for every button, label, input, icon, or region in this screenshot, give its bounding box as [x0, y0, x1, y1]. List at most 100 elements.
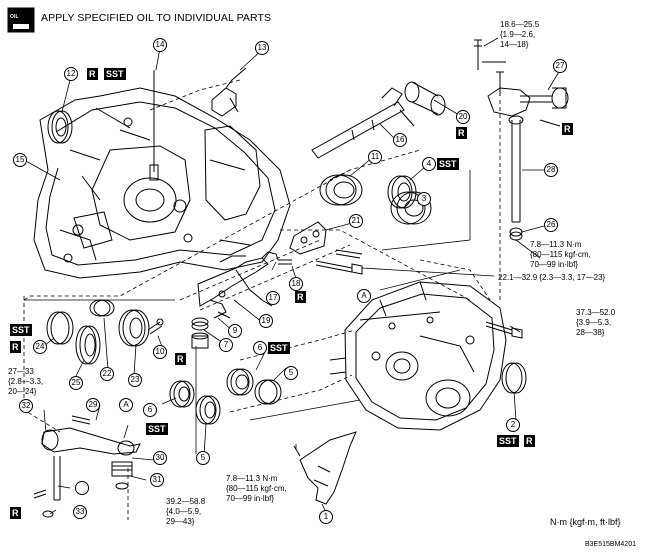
- bearing-3: [390, 191, 432, 225]
- torque-fork-bolt-line1: 7.8—11.3 N·m: [530, 240, 582, 249]
- callout-30: 31: [150, 473, 164, 487]
- control-rod-27: [511, 120, 521, 223]
- callout-4: 4: [422, 157, 436, 171]
- callout-16: 17: [266, 291, 280, 305]
- torque-lever-bolt-line3: 20—24}: [8, 387, 37, 396]
- torque-side-bolt-line2: {3.9—5.3,: [576, 318, 612, 327]
- callout-27: 28: [544, 163, 558, 177]
- torque-bottom-bolt-line1: 7.8—11.3 N·m: [226, 474, 278, 483]
- torque-bottom-bolt-line3: 70—99 in·lbf}: [226, 494, 275, 503]
- point-label-a-lever: A: [119, 398, 133, 412]
- seal-23: [46, 311, 74, 345]
- torque-top-bolt-line2: {1.9—2.6,: [500, 30, 536, 39]
- callout-13: 14: [153, 38, 167, 52]
- callout-5-upper: 5: [284, 366, 298, 380]
- tag-r-26: R: [562, 123, 573, 135]
- tag-sst-6-lower: SST: [146, 423, 168, 435]
- bearing-6-upper: [226, 368, 254, 396]
- oil-seal-2: [501, 362, 527, 394]
- bracket-20: [289, 221, 363, 275]
- units-legend: N·m {kgf·m, ft·lbf}: [550, 517, 621, 527]
- callout-15: 16: [393, 133, 407, 147]
- tag-sst-11: SST: [104, 68, 126, 80]
- callout-24: 25: [69, 376, 83, 390]
- bearing-22: [118, 309, 150, 347]
- bearing-5-upper: [254, 379, 282, 405]
- callout-14: 15: [13, 153, 27, 167]
- bearing-10: [319, 174, 363, 206]
- torque-case-bolt: 22.1—32.9 {2.3—3.3, 17—23}: [498, 273, 606, 282]
- callout-6-lower: 6: [143, 403, 157, 417]
- callout-8: 9: [228, 324, 242, 338]
- callout-33: [75, 481, 89, 495]
- callout-29: 30: [153, 451, 167, 465]
- callout-21: 22: [100, 367, 114, 381]
- tag-r-2: R: [524, 435, 535, 447]
- torque-stop-plug-line2: {4.0—5.9,: [166, 507, 202, 516]
- oil-can-icon: [7, 7, 35, 33]
- callout-5-lower: 5: [196, 451, 210, 465]
- callout-18: 19: [259, 314, 273, 328]
- callout-28: 29: [86, 398, 100, 412]
- torque-stop-plug-line1: 39.2—58.8: [166, 497, 206, 506]
- case-bolt-right: [485, 321, 523, 339]
- pin-13: [149, 70, 159, 181]
- select-lever-assembly: [33, 415, 141, 518]
- callout-20: 21: [349, 214, 363, 228]
- tag-r-23: R: [10, 341, 21, 353]
- sleeve-19: [404, 81, 446, 116]
- tag-r-17: R: [295, 291, 306, 303]
- torque-top-bolt-line1: 18.6—25.5: [500, 20, 540, 29]
- callout-31: 32: [19, 399, 33, 413]
- callout-3: 3: [417, 192, 431, 206]
- callout-10: 11: [368, 150, 382, 164]
- callout-9: 10: [153, 345, 167, 359]
- callout-22: 23: [128, 373, 142, 387]
- callout-19: 20: [456, 110, 470, 124]
- figure-reference-code: B3E515BM4201: [585, 541, 636, 548]
- oil-icon-label: OIL: [10, 14, 19, 20]
- callout-2: 2: [506, 418, 520, 432]
- seal-25: [509, 227, 523, 241]
- detent-parts: [147, 311, 231, 349]
- torque-stop-plug-line3: 29—43}: [166, 517, 195, 526]
- callout-11: 12: [64, 67, 78, 81]
- torque-fork-bolt-line3: 70—99 in·lbf}: [530, 260, 579, 269]
- callout-23: 24: [33, 340, 47, 354]
- tag-sst-23: SST: [10, 324, 32, 336]
- bearing-24: [75, 325, 101, 365]
- speed-sensor-12: [211, 67, 247, 117]
- torque-lever-bolt-line2: {2.8—3.3,: [8, 377, 44, 386]
- callout-25: 26: [544, 218, 558, 232]
- shift-rod-15: [311, 87, 415, 159]
- callout-26: 27: [553, 59, 567, 73]
- bearing-6-lower: [169, 380, 195, 408]
- torque-top-bolt-line3: 14—18}: [500, 40, 529, 49]
- bearing-5-lower: [195, 395, 221, 425]
- torque-side-bolt-line1: 37.3—52.0: [576, 308, 616, 317]
- callout-32: 33: [73, 505, 87, 519]
- tag-r-7: R: [175, 353, 186, 365]
- shift-fork-assembly: [197, 251, 292, 319]
- tag-sst-6-upper: SST: [268, 342, 290, 354]
- callout-6-upper: 6: [253, 341, 267, 355]
- tag-sst-4: SST: [437, 158, 459, 170]
- control-lever-26: [474, 39, 569, 127]
- point-label-a-case: A: [357, 289, 371, 303]
- callout-17: 18: [289, 277, 303, 291]
- callout-7: 7: [219, 338, 233, 352]
- torque-bottom-bolt-line2: {80—115 kgf·cm,: [226, 484, 287, 493]
- torque-lever-bolt-line1: 27—33: [8, 367, 34, 376]
- torque-side-bolt-line3: 28—38}: [576, 328, 605, 337]
- callout-1: 1: [319, 510, 333, 524]
- bracket-1: [293, 431, 357, 505]
- tag-r-11: R: [87, 68, 98, 80]
- transmission-case: [329, 281, 507, 431]
- torque-fork-bolt-line2: {80—115 kgf·cm,: [530, 250, 591, 259]
- tag-r-32: R: [10, 507, 21, 519]
- bearing-21: [89, 299, 115, 317]
- callout-12: 13: [255, 41, 269, 55]
- tag-r-19: R: [456, 127, 467, 139]
- page-title: APPLY SPECIFIED OIL TO INDIVIDUAL PARTS: [41, 12, 272, 24]
